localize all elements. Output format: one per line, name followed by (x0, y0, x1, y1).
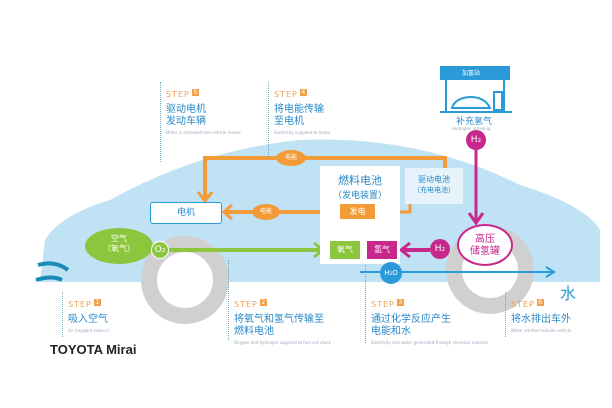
electric-bottom-label: 电能 (252, 204, 280, 220)
h2-refuel-badge: H₂ (466, 130, 486, 150)
fuel-cell-sub: （发电装置） (332, 191, 387, 201)
refuel-sub: Hydrogen refueling (452, 126, 491, 131)
generate-box: 发电 (340, 204, 375, 219)
o2-badge: O₂ (151, 241, 169, 259)
brand-logo: TOYOTA Mirai (50, 342, 137, 357)
air-intake-icon (35, 261, 70, 282)
battery-box: 驱动电池（充电电池） (405, 168, 463, 204)
station-icon (440, 80, 512, 113)
station-label: 加氢站 (462, 70, 481, 77)
fuel-cell-title: 燃料电池 (338, 174, 382, 187)
motor-box: 电机 (150, 202, 222, 224)
electric-top-label: 电能 (276, 150, 306, 166)
hydrogen-tank: 高压 储氢罐 (457, 224, 513, 266)
water-label: 水 (560, 284, 577, 303)
station-sign (440, 66, 510, 80)
hydrogen-box: 氢气 (367, 241, 397, 259)
h2o-badge: H₂O (380, 262, 402, 284)
refuel-label: 补充氢气 (456, 117, 493, 127)
oxygen-box: 氧气 (330, 241, 360, 259)
air-ellipse: 空气（氧气） (85, 228, 153, 264)
h2-badge: H₂ (430, 239, 450, 259)
